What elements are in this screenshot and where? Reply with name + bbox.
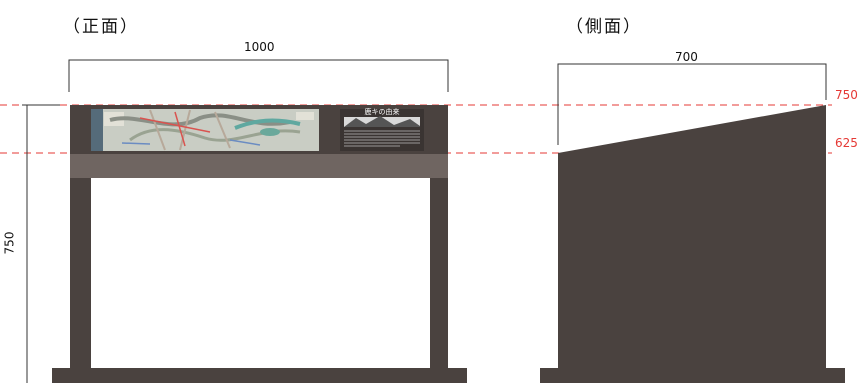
front-sign-structure: 鹿キの由来 [52,105,467,383]
side-sign-structure [540,105,845,383]
side-depth-dimension [557,63,827,145]
map-panel [91,109,319,151]
front-width-label: 1000 [244,40,275,54]
level-750-label: 750 [835,88,858,102]
front-width-dimension [68,59,449,92]
side-depth-label: 700 [675,50,698,64]
info-panel: 鹿キの由来 [340,107,424,151]
info-panel-heading: 鹿キの由来 [365,107,400,116]
side-base [540,368,845,383]
front-view-title: （正面） [63,17,139,37]
side-body [558,105,826,371]
lower-band [70,154,448,178]
front-base [52,368,467,383]
level-625-label: 625 [835,136,858,150]
side-view-title: （側面） [566,17,642,37]
